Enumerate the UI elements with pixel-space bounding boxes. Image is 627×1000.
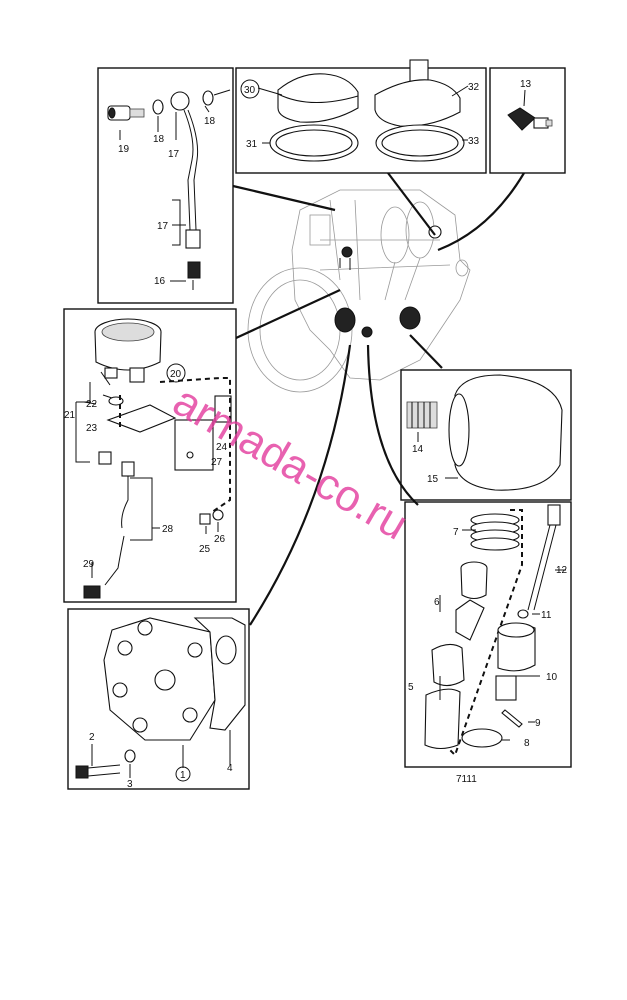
adapter-29 [83,585,101,599]
bolt-2 [75,764,121,779]
callout-labels: 19 18 17 18 17 16 30 31 32 33 13 20 21 2… [64,79,568,790]
callout-9: 9 [535,718,541,729]
pipe-28 [104,461,135,586]
callout-22: 22 [86,399,98,410]
callout-29: 29 [83,559,95,570]
pipe-nut-17 [185,229,201,249]
pin-9 [501,709,523,728]
screw-25 [199,513,211,525]
filler-cap-32 [374,59,461,127]
box-relief-valve [404,501,572,768]
callout-27: 27 [211,457,223,468]
box-filler-caps [235,59,487,174]
box-pipe-assembly [97,67,234,304]
callout-3: 3 [127,779,133,790]
filter-housing-15 [448,374,563,491]
washer-26 [212,509,224,521]
washer-3 [124,749,136,763]
plug-10 [495,622,536,701]
nut-23 [98,451,112,465]
callout-1: 1 [180,770,186,781]
callout-19: 19 [118,144,130,155]
callout-18-right: 18 [204,116,216,127]
callout-12: 12 [556,565,568,576]
o-ring-8 [461,728,503,748]
bracket-23 [106,404,177,433]
callout-8: 8 [524,738,530,749]
callout-14: 14 [412,444,424,455]
washer-18-right [202,90,214,106]
callout-11: 11 [541,610,552,621]
callout-10: 10 [546,672,558,683]
filler-cap-30 [277,73,359,123]
valve-6 [455,561,488,641]
callout-24: 24 [216,442,228,453]
box-oil-gauge [63,308,237,603]
callout-20: 20 [170,369,182,380]
spring-7 [470,513,520,551]
callout-17-side: 17 [157,221,169,232]
callout-17-top: 17 [168,149,180,160]
washer-18-left [152,99,164,115]
callout-23: 23 [86,423,98,434]
dashed-outline [444,509,523,757]
box-filter-housing [400,369,572,501]
adapter-16 [187,261,201,279]
gasket-4 [193,617,246,731]
engine-center-sketch [247,189,471,393]
callout-circle-1 [175,766,191,782]
callout-13: 13 [520,79,532,90]
engine-marker-filter [399,306,421,330]
callout-28: 28 [162,524,174,535]
leader-lines [232,172,525,626]
engine-marker-oil-pump [334,307,356,333]
callout-30: 30 [244,85,256,96]
callout-26: 26 [214,534,226,545]
callout-7: 7 [453,527,459,538]
callout-5: 5 [408,682,414,693]
callout-4: 4 [227,763,233,774]
callout-31: 31 [246,139,258,150]
callout-32: 32 [468,82,480,93]
engine-marker-gauge [361,326,373,338]
pressure-sender-13 [507,89,553,131]
engine-marker-sender [341,246,353,258]
banjo-fitting-17 [170,91,190,111]
callout-2: 2 [89,732,95,743]
callout-18-left: 18 [153,134,165,145]
drawing-number: 7111 [456,774,477,785]
callout-33: 33 [468,136,480,147]
callout-15: 15 [427,474,439,485]
callout-16: 16 [154,276,166,287]
oil-pressure-gauge [94,318,162,383]
oil-pump-body-1 [103,617,216,741]
nipple-14 [406,401,438,429]
box-oil-pressure-sender [489,67,566,174]
banjo-bolt-19 [107,105,145,121]
callout-25: 25 [199,544,211,555]
callout-6: 6 [434,597,440,608]
box-oil-pump [67,608,250,790]
washer-11 [517,609,529,619]
bracket-27 [174,419,214,471]
valve-seat-5 [424,643,465,750]
callout-21: 21 [64,410,76,421]
pin-12 [527,504,561,611]
